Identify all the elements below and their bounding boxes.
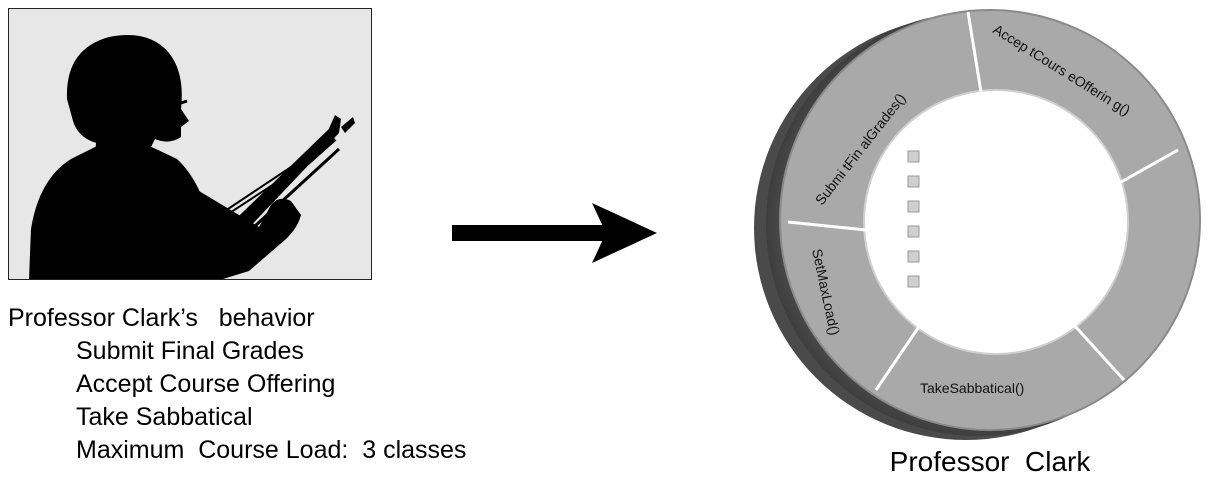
- method-take-sabbatical: TakeSabbatical(): [920, 380, 1024, 396]
- behavior-item-take-sabbatical: Take Sabbatical: [76, 403, 253, 431]
- behavior-item-submit-final-grades: Submit Final Grades: [76, 337, 304, 365]
- data-square-icon: [907, 225, 920, 238]
- arrow-right-icon: [452, 203, 657, 263]
- data-squares: [907, 150, 920, 288]
- data-square-icon: [907, 200, 920, 213]
- data-square-icon: [907, 175, 920, 188]
- object-ring-diagram: Submi tFin alGrades() Accep tCours eOffe…: [754, 9, 1201, 440]
- data-square-icon: [907, 275, 920, 288]
- behavior-item-maximum-course-load: Maximum Course Load: 3 classes: [76, 436, 467, 464]
- data-square-icon: [907, 150, 920, 163]
- object-caption: Professor Clark: [889, 446, 1091, 477]
- ring-segment-dividers: [787, 11, 1179, 391]
- behavior-list: Professor Clark’s behavior Submit Final …: [8, 302, 466, 467]
- data-square-icon: [907, 250, 920, 263]
- behavior-heading: Professor Clark’s behavior: [8, 304, 315, 332]
- object-core: [863, 89, 1129, 355]
- silhouette-icon: [9, 9, 371, 279]
- professor-silhouette-photo: [8, 8, 372, 280]
- behavior-item-accept-course-offering: Accept Course Offering: [76, 370, 336, 398]
